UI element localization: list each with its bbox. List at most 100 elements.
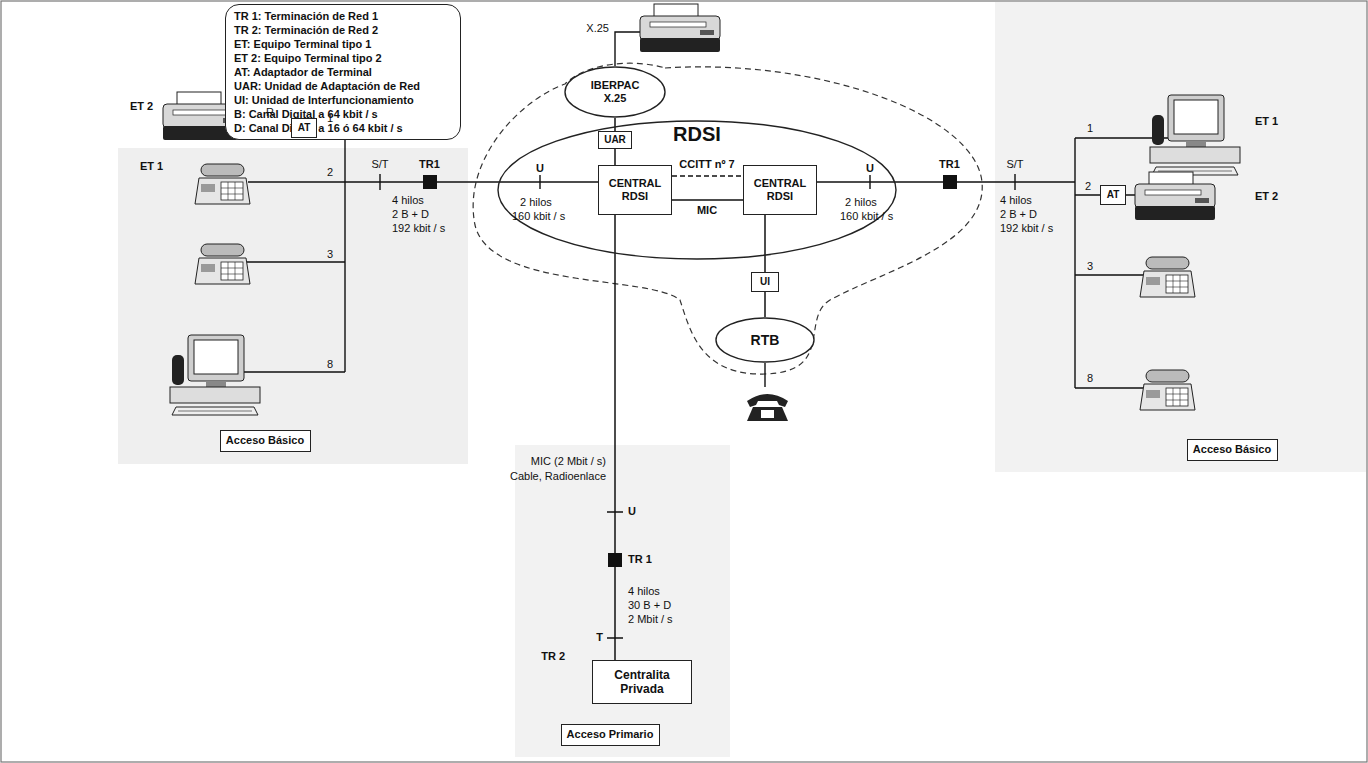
- terminal-equipment: [163, 4, 1240, 421]
- ellipse-outline: [565, 67, 665, 117]
- annotation-label: 30 B + D: [628, 599, 671, 612]
- node-text: AT: Adaptador de Terminal: [234, 65, 372, 79]
- annotation-label: R: [266, 106, 274, 119]
- phone-icon: [195, 164, 250, 204]
- computer-icon: [170, 335, 260, 415]
- annotation-label: 8: [327, 358, 333, 371]
- pbx-box: Centralita Privada: [592, 660, 692, 704]
- annotation-label: 160 kbit / s: [512, 210, 565, 223]
- annotation-label: 192 kbit / s: [392, 222, 445, 235]
- connector-line: [764, 215, 766, 272]
- annotation-label: 2 Mbit / s: [628, 613, 673, 626]
- exchange-box: CENTRAL RDSI: [598, 165, 672, 215]
- caption-box: Acceso Básico: [220, 430, 311, 452]
- node-text: TR 2: Terminación de Red 2: [234, 23, 378, 37]
- node-text: RTB: [751, 332, 780, 349]
- annotation-label: X.25: [586, 22, 609, 35]
- annotation-label: S/T: [1006, 158, 1023, 171]
- exchange-box: CENTRAL RDSI: [743, 165, 817, 215]
- node-text: Centralita Privada: [598, 668, 686, 697]
- annotation-label: 160 kbit / s: [840, 210, 893, 223]
- printer-icon: [640, 4, 720, 52]
- page-frame: [515, 445, 730, 757]
- caption-box: Acceso Primario: [561, 724, 660, 746]
- annotation-label: ET 2: [1255, 190, 1278, 203]
- node-text: Acceso Básico: [226, 434, 304, 447]
- adapter-box: AT: [291, 118, 317, 138]
- connector-line: [614, 149, 616, 165]
- node-text: UI: [760, 276, 770, 288]
- network-cloud-outline: [473, 63, 982, 374]
- wiring: [243, 128, 423, 372]
- node-text: IBERPAC X.25: [584, 79, 646, 105]
- annotation-label: ET 1: [1255, 115, 1278, 128]
- annotation-label: 2 B + D: [1000, 208, 1037, 221]
- annotation-label: 4 hilos: [628, 585, 660, 598]
- annotation-label: 2 hilos: [520, 196, 552, 209]
- adapter-box: AT: [1100, 185, 1126, 205]
- node-text: TR 1: [628, 553, 652, 566]
- annotation-label: 2 B + D: [392, 208, 429, 221]
- annotation-label: 2 hilos: [845, 196, 877, 209]
- unit-box: UI: [751, 272, 779, 292]
- phone-icon: [195, 244, 250, 284]
- unit-box: UAR: [598, 131, 632, 149]
- ellipse-outline: [498, 121, 896, 259]
- connector-label: U: [536, 162, 544, 175]
- network-ellipse: IBERPAC X.25: [564, 66, 666, 118]
- annotation-label: 2: [1085, 180, 1091, 193]
- phone-icon: [1140, 370, 1195, 410]
- connector-line: [672, 175, 743, 177]
- connector-label: MIC: [697, 204, 717, 217]
- annotation-label: 4 hilos: [1000, 194, 1032, 207]
- wiring: [957, 138, 1168, 388]
- wiring: [615, 32, 640, 66]
- node-text: TR1: [419, 158, 440, 171]
- node-text: UI: Unidad de Interfuncionamiento: [234, 93, 414, 107]
- connector-line: [614, 567, 616, 660]
- node-text: CENTRAL RDSI: [749, 177, 811, 203]
- annotation-label: Cable, Radioenlace: [510, 470, 606, 483]
- connector-line: [614, 215, 616, 553]
- network-termination: TR 1: [608, 553, 622, 567]
- legend-box: TR 1: Terminación de Red 1TR 2: Terminac…: [225, 4, 461, 140]
- caption-box: Acceso Básico: [1187, 439, 1278, 461]
- node-text: Acceso Primario: [567, 728, 654, 741]
- annotation-label: 192 kbit / s: [1000, 222, 1053, 235]
- annotation-label: 3: [327, 248, 333, 261]
- connector-label: T: [596, 631, 603, 644]
- connector-line: [817, 181, 943, 183]
- connector-line: [614, 118, 616, 131]
- network-termination: TR1: [423, 175, 437, 189]
- phone-icon: [1140, 257, 1195, 297]
- network-ellipse: RDSICENTRAL RDSICENTRAL RDSI: [497, 120, 897, 260]
- connector-line: [437, 181, 598, 183]
- node-text: ET: Equipo Terminal tipo 1: [234, 37, 371, 51]
- fax-icon: [1135, 172, 1215, 220]
- annotation-label: 1: [1087, 122, 1093, 135]
- node-text: AT: [298, 122, 311, 134]
- connector-label: U: [866, 162, 874, 175]
- wiring: [764, 363, 765, 387]
- node-text: UAR: Unidad de Adaptación de Red: [234, 79, 420, 93]
- node-text: Acceso Básico: [1193, 443, 1271, 456]
- annotation-label: S/T: [371, 158, 388, 171]
- connector-label: U: [628, 505, 636, 518]
- node-text: D: Canal Digital a 16 ó 64 kbit / s: [234, 121, 403, 135]
- annotation-label: TR 2: [541, 650, 565, 663]
- node-text: RDSI: [673, 122, 721, 146]
- annotation-label: 3: [1087, 260, 1093, 273]
- annotation-label: 1: [327, 112, 333, 125]
- network-ellipse: RTB: [715, 317, 815, 363]
- node-text: ET 2: Equipo Terminal tipo 2: [234, 51, 382, 65]
- annotation-label: 2: [327, 166, 333, 179]
- connector-line: [764, 292, 766, 317]
- annotation-label: 8: [1087, 372, 1093, 385]
- page-frame: [995, 2, 1366, 472]
